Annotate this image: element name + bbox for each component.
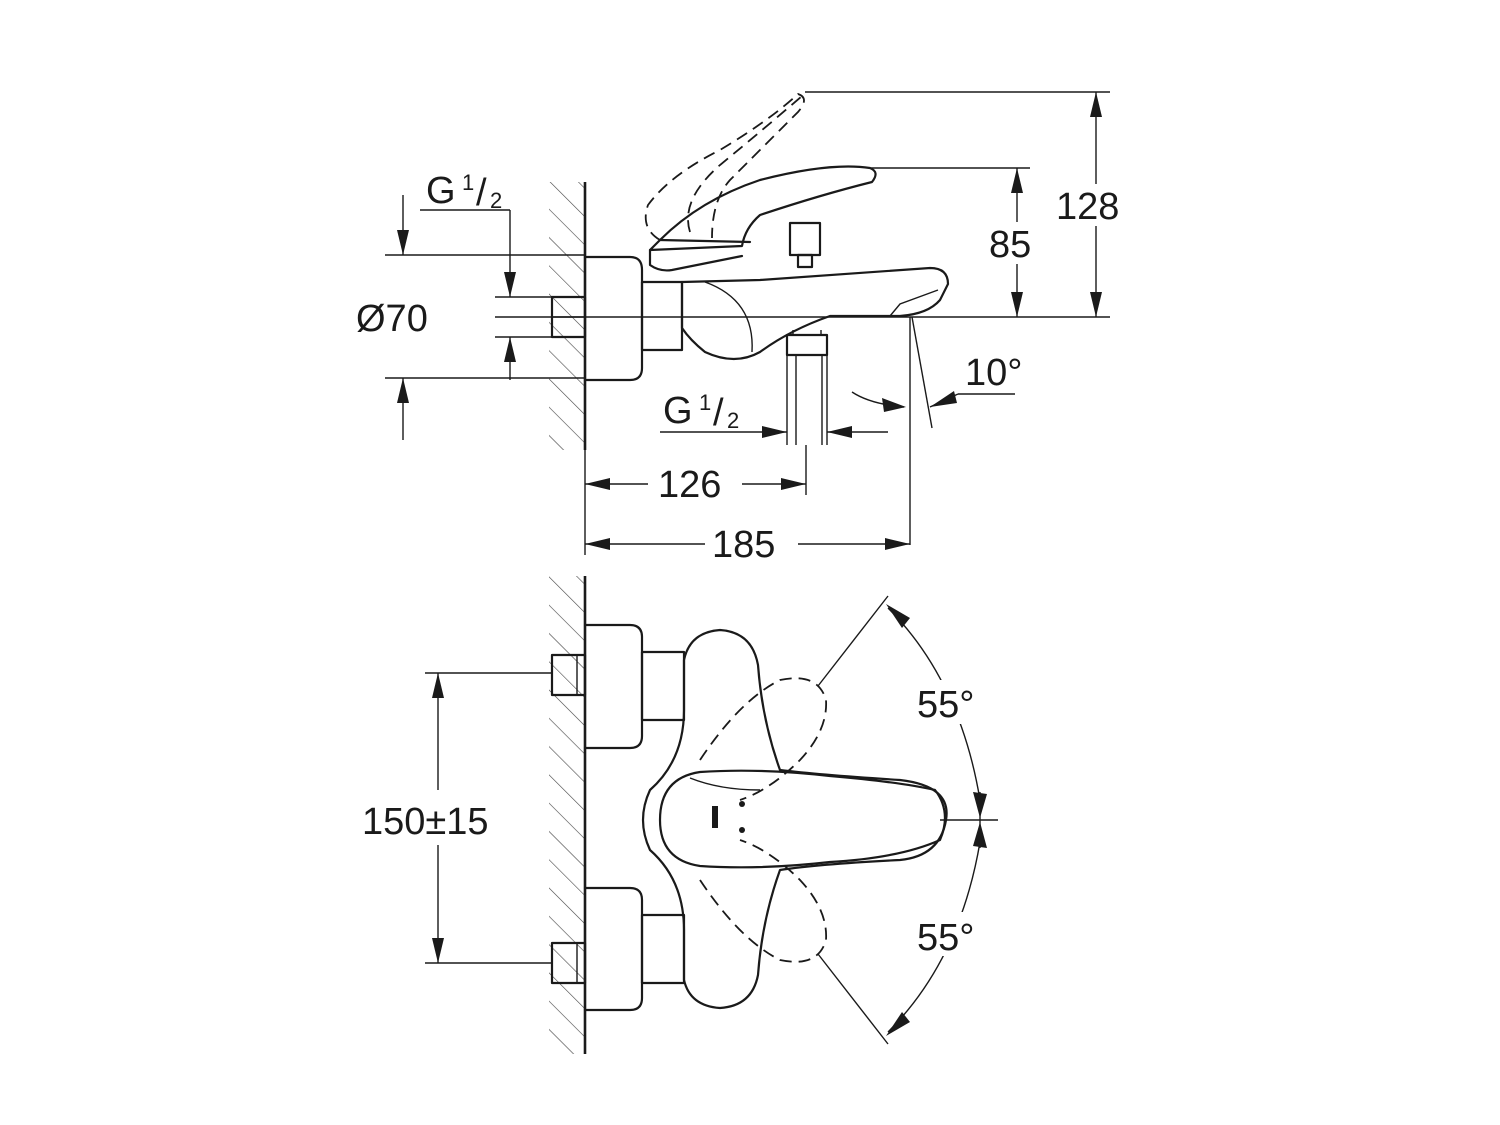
hot-cold-indicator — [712, 806, 718, 828]
distance-185-label: 185 — [712, 524, 775, 566]
top-view: 55° 55° 150±15 — [362, 576, 1000, 1054]
lever-swivel-up — [699, 677, 827, 801]
escutcheon-upper — [583, 623, 644, 750]
side-view: G 1 / 2 Ø70 85 128 — [356, 91, 1134, 566]
spout-angle-label: 10° — [965, 352, 1022, 394]
thread-label-top-main: G — [426, 170, 456, 212]
thread-label-bottom-den: 2 — [727, 408, 739, 433]
connector-cylinder-side — [640, 280, 684, 352]
distance-126-label: 126 — [658, 464, 721, 506]
diverter-knob-side — [788, 221, 822, 257]
thread-dimension-top: G 1 / 2 — [385, 170, 585, 380]
thread-label-top-num: 1 — [462, 170, 474, 195]
thread-label-bottom-num: 1 — [699, 390, 711, 415]
spout-angle-dimension: 10° — [851, 316, 1022, 545]
height-85-dimension: 85 — [870, 167, 1044, 317]
escutcheon-lower — [583, 886, 644, 1012]
centers-dimension: 150±15 — [362, 672, 552, 964]
inlet-connector-upper — [550, 653, 587, 697]
angle-lower-label: 55° — [917, 917, 974, 959]
thread-label-top-slash: / — [476, 172, 487, 214]
shower-outlet-side — [785, 333, 829, 357]
distance-185-dimension: 185 — [585, 524, 910, 566]
distance-126-dimension: 126 — [584, 445, 807, 555]
height-128-label: 128 — [1056, 186, 1119, 228]
thread-label-bottom-main: G — [663, 390, 693, 432]
lever-handle-side — [648, 165, 877, 252]
lever-swivel-down — [699, 839, 827, 963]
angle-upper-label: 55° — [917, 684, 974, 726]
diameter-dimension: Ø70 — [356, 298, 585, 440]
centers-label: 150±15 — [362, 801, 489, 843]
lever-handle-lifted-side — [644, 92, 805, 241]
connector-cylinder-upper — [640, 650, 686, 722]
lever-handle-top — [658, 769, 947, 869]
height-85-label: 85 — [989, 224, 1031, 266]
thread-dimension-bottom: G 1 / 2 — [660, 355, 888, 445]
escutcheon-side — [583, 255, 644, 382]
thread-label-bottom-slash: / — [713, 392, 724, 434]
connector-cylinder-lower — [640, 913, 686, 985]
diameter-label: Ø70 — [356, 298, 428, 340]
height-128-dimension: 128 — [805, 91, 1134, 317]
mixer-body-top — [641, 628, 948, 1010]
wall-hatch-top — [549, 182, 585, 450]
mixer-body-side — [680, 266, 950, 361]
thread-label-top-den: 2 — [490, 188, 502, 213]
